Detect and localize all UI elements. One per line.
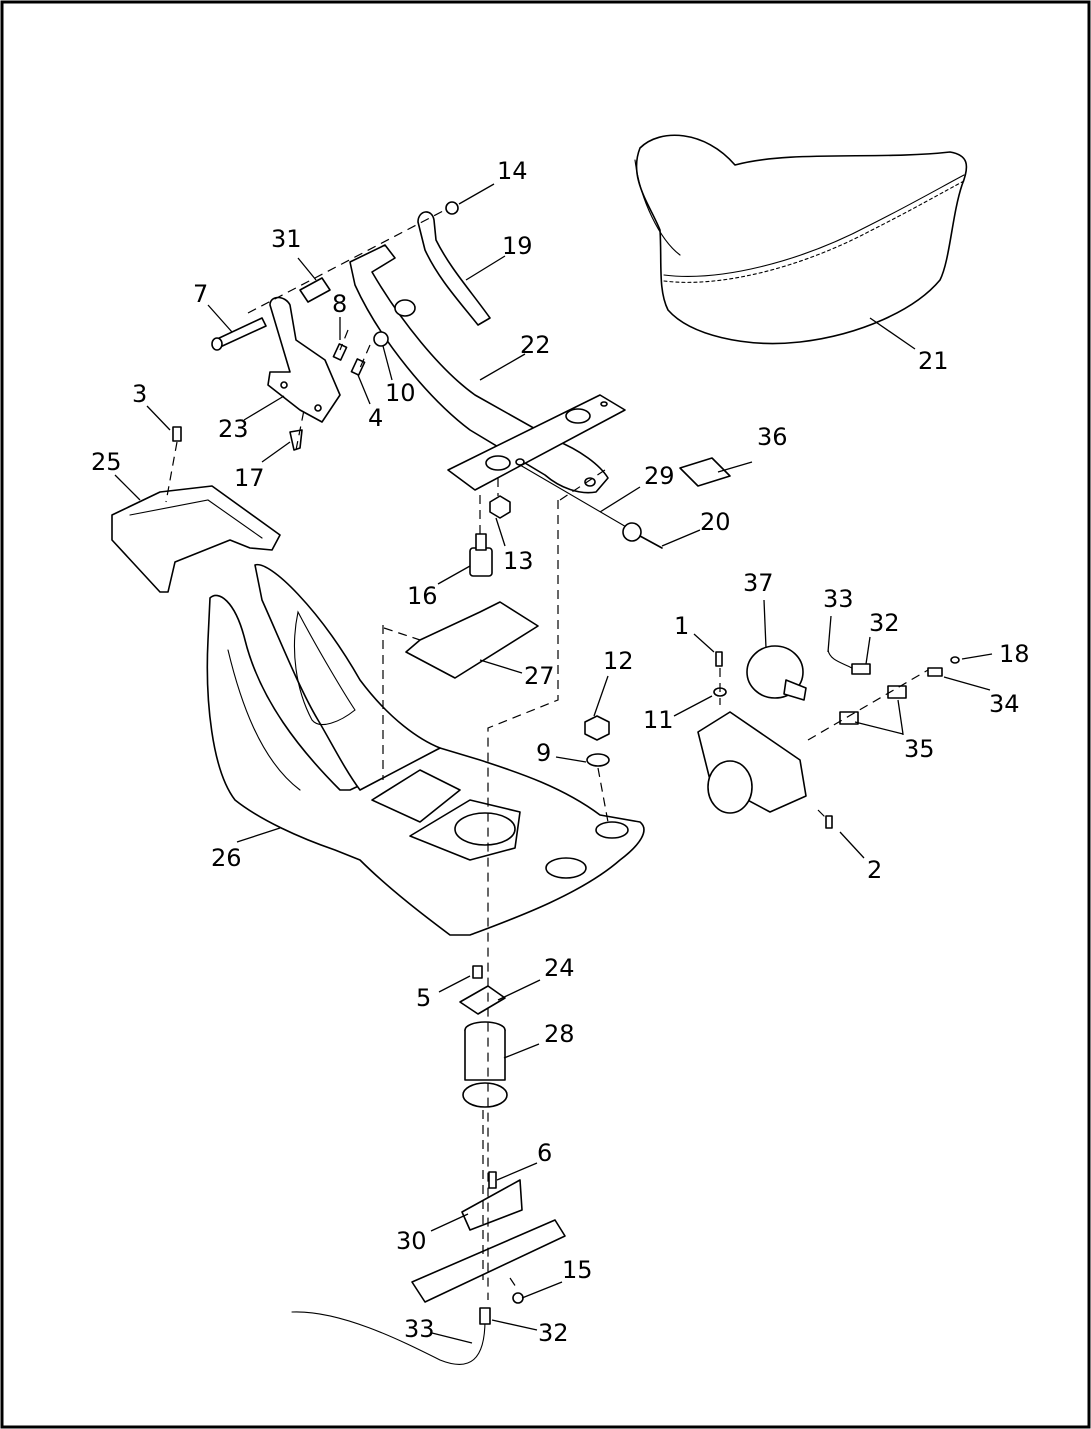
pin-7-part — [211, 317, 267, 351]
callout-3: 3 — [132, 380, 147, 408]
callout-10: 10 — [385, 379, 416, 407]
nut-12-part — [584, 715, 610, 741]
callout-12: 12 — [603, 647, 634, 675]
screw-4-part — [350, 358, 366, 376]
callout-36: 36 — [757, 423, 788, 451]
gauge-37-part — [746, 645, 807, 701]
callout-32-upper: 32 — [869, 609, 900, 637]
washer-10-part — [373, 331, 389, 347]
screw-5-part — [472, 965, 483, 979]
callout-26: 26 — [211, 844, 242, 872]
spring-28-part — [462, 1021, 508, 1108]
callout-4: 4 — [368, 404, 383, 432]
seat-bar-part — [349, 244, 626, 494]
tee-35a-part — [887, 685, 907, 699]
callout-15: 15 — [562, 1256, 593, 1284]
fitting-32b-part — [479, 1307, 491, 1325]
spacer-31-part — [299, 277, 331, 303]
bracket-19-part — [417, 211, 491, 326]
callout-14: 14 — [497, 157, 528, 185]
cable-29-part — [519, 464, 629, 529]
fitting-32a-part — [851, 663, 871, 675]
fitting-34-part — [927, 667, 943, 677]
callout-5: 5 — [416, 984, 431, 1012]
nut-13-part — [489, 495, 511, 519]
callout-6: 6 — [537, 1139, 552, 1167]
callout-1: 1 — [674, 612, 689, 640]
stud-6-part — [488, 1171, 497, 1189]
callout-30: 30 — [396, 1227, 427, 1255]
callout-19: 19 — [502, 232, 533, 260]
screw-15-part — [512, 1292, 524, 1304]
screw-2-part — [825, 815, 833, 829]
callout-21: 21 — [918, 347, 949, 375]
callout-11: 11 — [643, 706, 674, 734]
bracket-23-part — [267, 296, 341, 423]
seat-part — [634, 134, 968, 345]
callout-28: 28 — [544, 1020, 575, 1048]
plate-30-part — [461, 1179, 523, 1231]
cap-18-part — [950, 656, 960, 664]
washer-9-part — [586, 753, 610, 767]
label-36-part — [679, 457, 731, 487]
hose-33b-part — [291, 1311, 486, 1365]
callout-17: 17 — [234, 464, 265, 492]
pin-20-part — [622, 522, 642, 542]
assembly-lines — [165, 209, 929, 1300]
callout-2: 2 — [867, 856, 882, 884]
screw-8-part — [332, 343, 348, 361]
callout-13: 13 — [503, 547, 534, 575]
callout-labels: 1 2 3 4 5 6 7 8 9 10 11 12 13 14 15 16 1… — [91, 157, 1030, 1347]
callout-37: 37 — [743, 569, 774, 597]
bracket-gauge-part — [697, 711, 807, 814]
callout-23: 23 — [218, 415, 249, 443]
nut-14-part — [445, 201, 459, 215]
hose-33a-part — [827, 649, 853, 669]
callout-7: 7 — [193, 280, 208, 308]
callout-33-lower: 33 — [404, 1315, 435, 1343]
callout-24: 24 — [544, 954, 575, 982]
callout-34: 34 — [989, 690, 1020, 718]
plate-27-part — [405, 601, 539, 679]
plate-24-part — [459, 985, 506, 1015]
callout-9: 9 — [536, 739, 551, 767]
callout-18: 18 — [999, 640, 1030, 668]
callout-20: 20 — [700, 508, 731, 536]
tee-35b-part — [839, 711, 859, 725]
callout-27: 27 — [524, 662, 555, 690]
base-plate-part — [411, 1219, 566, 1303]
bumper-16-part — [469, 533, 493, 577]
callout-32-lower: 32 — [538, 1319, 569, 1347]
callout-35: 35 — [904, 735, 935, 763]
callout-33-upper: 33 — [823, 585, 854, 613]
callout-29: 29 — [644, 462, 675, 490]
screw-1-part — [715, 651, 723, 667]
callout-16: 16 — [407, 582, 438, 610]
callout-25: 25 — [91, 448, 122, 476]
callout-31: 31 — [271, 225, 302, 253]
cover-25-part — [111, 485, 281, 593]
leader-lines — [114, 183, 993, 1344]
callout-22: 22 — [520, 331, 551, 359]
screw-3-part — [172, 426, 182, 442]
callout-8: 8 — [332, 290, 347, 318]
frame-26-part — [206, 564, 645, 936]
